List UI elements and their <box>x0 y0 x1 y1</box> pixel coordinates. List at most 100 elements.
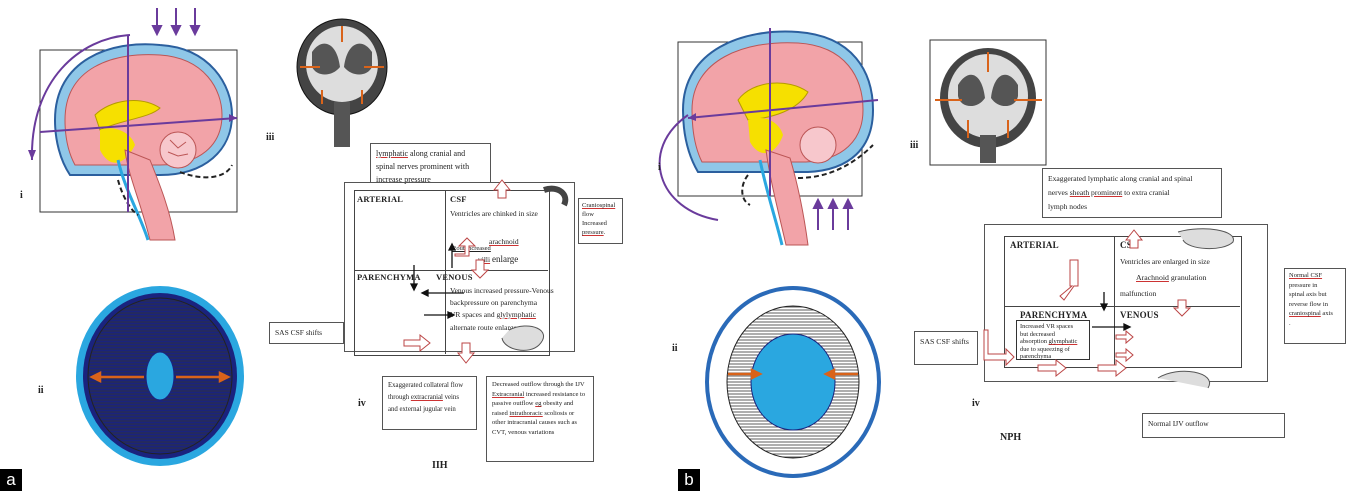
coronal-brain-figure-a <box>296 18 388 147</box>
outflow-w1-a: Extracranial <box>492 390 525 398</box>
grid-inner-a <box>354 190 550 356</box>
outflow-l3-a: obesity and raised <box>492 400 574 417</box>
glymph-word-a: glylymphatic <box>496 310 537 319</box>
collateral-word-a: extracranial <box>410 394 443 401</box>
outflow-l4-a: scoliosis or other intracranial causes s… <box>492 409 577 436</box>
enlarge-word-a: enlarge <box>491 254 519 264</box>
lymphatic-box-a: lymphatic along cranial and spinal nerve… <box>370 143 491 184</box>
lymphatic-box-b: Exaggerated lymphatic along cranial and … <box>1042 168 1222 218</box>
parenchyma-textbox-b: Increased VR spaces but decreased absorp… <box>1016 320 1090 360</box>
par-l5-b: parenchyma <box>1020 353 1052 361</box>
sas-box-a: SAS CSF shifts <box>269 322 344 344</box>
venous-heading-a: VENOUS <box>436 272 473 282</box>
label-iii-b: iii <box>910 140 919 151</box>
grid-hline-a <box>354 270 548 271</box>
granulation-word-b: granulation <box>1168 273 1207 282</box>
outflow-box-a: Decreased outflow through the IJV Extrac… <box>486 376 594 462</box>
par-l3a-b: absorption <box>1020 338 1049 346</box>
caption-nph: NPH <box>1000 432 1022 443</box>
grid-vline-b <box>1114 236 1115 366</box>
label-iv-a: iv <box>358 398 366 409</box>
outflow-w2-a: eg <box>535 400 542 407</box>
par-l2-b: but decreased <box>1020 330 1055 338</box>
lymph-l3-b: lymph nodes <box>1048 202 1088 211</box>
venous-heading-b: VENOUS <box>1120 310 1159 320</box>
coronal-brain-figure-b <box>929 39 1047 166</box>
grid-frame-a <box>344 182 575 352</box>
spinal-cross-section-b <box>705 286 881 478</box>
arachnoid-word-b: Arachnoid <box>1136 273 1169 282</box>
venous-line1-a: Venous increased pressure-Venous <box>450 286 554 295</box>
par-l1-b: Increased VR spaces <box>1020 323 1074 330</box>
panel-letter-a: a <box>0 469 22 491</box>
lymph-word-b: sheath prominent <box>1069 188 1123 197</box>
sagittal-brain-figure-a <box>28 8 238 241</box>
craniospinal-pressure-a: pressure <box>582 229 604 236</box>
sas-box-b: SAS CSF shifts <box>914 331 978 365</box>
arachnoid-text-a: arachnoid <box>489 237 519 246</box>
craniospinal-increased-a: Increased <box>582 220 607 227</box>
label-ii-a: ii <box>38 385 44 396</box>
normal-csf-l3-b: spinal axis but <box>1289 291 1327 298</box>
grid-hline-b <box>1004 306 1240 307</box>
par-glymph-b: glymphatic <box>1048 338 1078 346</box>
panel-a: i iii ii lymphatic along cranial and spi… <box>0 0 660 491</box>
sas-text-a: SAS CSF shifts <box>275 328 323 337</box>
normal-csf-l5-b: axis <box>1320 310 1333 317</box>
sagittal-brain-figure-b <box>658 28 879 246</box>
label-ii-b: ii <box>672 343 678 354</box>
grid-vline-a <box>445 190 446 354</box>
outflow-l2-a: increased resistance to passive outflow <box>492 390 586 408</box>
parenchyma-heading-b: PARENCHYMA <box>1020 310 1088 320</box>
normal-csf-l6-b: . <box>1289 319 1291 327</box>
grid-frame-b <box>984 224 1268 382</box>
collateral-l3-a: and external jugular vein <box>388 406 456 413</box>
craniospinal-word-a: Craniospinal <box>582 202 616 209</box>
csf-heading-b: CSF <box>1120 240 1138 250</box>
csf-text-a: Ventricles are chinked in size <box>450 209 538 218</box>
par-l4-b: due to squeezing of <box>1020 345 1070 353</box>
vr-text-a: VR spaces and <box>450 310 497 319</box>
panel-b: i iii ii Exaggerated lymphatic along cra… <box>658 0 1346 491</box>
spinal-cross-section-a <box>76 286 244 466</box>
panel-letter-b: b <box>678 469 700 491</box>
collateral-l1-a: Exaggerated collateral flow <box>388 382 464 389</box>
sas-text-b: SAS CSF shifts <box>920 337 969 346</box>
alt-route-a: alternate route enlarge <box>450 323 517 332</box>
label-i-b: i <box>658 162 661 173</box>
csf-text-b: Ventricles are enlarged in size <box>1120 257 1210 266</box>
label-i-a: i <box>20 190 23 201</box>
collateral-l2-a: through <box>388 394 411 401</box>
lymph-l2b-b: to extra cranial <box>1122 188 1170 197</box>
csf-heading-a: CSF <box>450 194 467 204</box>
arterial-heading-a: ARTERIAL <box>357 194 404 204</box>
normal-csf-l2-b: pressure in <box>1289 281 1318 289</box>
normal-csf-l4-b: reverse flow in <box>1289 300 1328 308</box>
malfunction-b: malfunction <box>1120 289 1157 298</box>
venous-line2-a: backpressure on parenchyma <box>450 298 538 307</box>
collateral-l2b-a: veins <box>442 394 459 401</box>
normal-ijv-box-b: Normal IJV outflow <box>1142 413 1285 438</box>
craniospinal-box-a: Craniospinal flow Increased pressure. <box>578 198 623 244</box>
collateral-box-a: Exaggerated collateral flow through extr… <box>382 376 477 430</box>
craniospinal-dot-a: . <box>603 229 606 236</box>
lymph-l2a-b: nerves <box>1048 188 1070 197</box>
vr-line-a: VR spaces and glylymphatic <box>450 309 536 321</box>
rout-text-a: Rout increased <box>452 245 491 252</box>
outflow-l1-a: Decreased outflow through the IJV <box>492 381 585 388</box>
lymphatic-word: lymphatic <box>376 149 408 158</box>
label-iii-a: iii <box>266 132 275 143</box>
arterial-heading-b: ARTERIAL <box>1010 240 1059 250</box>
caption-iih: IIH <box>432 460 448 471</box>
lymph-l1-b: Exaggerated lymphatic along cranial and … <box>1048 174 1193 183</box>
outflow-w3-a: intrathoracic <box>509 409 543 417</box>
arachnoid-line-b: Arachnoid granulation <box>1136 272 1206 284</box>
normal-csf-box-b: Normal CSF pressure in spinal axis but r… <box>1284 268 1346 344</box>
normal-csf-w1-b: Normal CSF <box>1289 272 1323 279</box>
label-iv-b: iv <box>972 398 980 409</box>
parenchyma-heading-a: PARENCHYMA <box>357 272 421 282</box>
normal-csf-w2-b: craniospinal <box>1289 310 1321 317</box>
grid-arrows-a <box>403 179 569 364</box>
normal-ijv-text-b: Normal IJV outflow <box>1148 419 1209 428</box>
grid-arrows-b <box>983 228 1234 389</box>
